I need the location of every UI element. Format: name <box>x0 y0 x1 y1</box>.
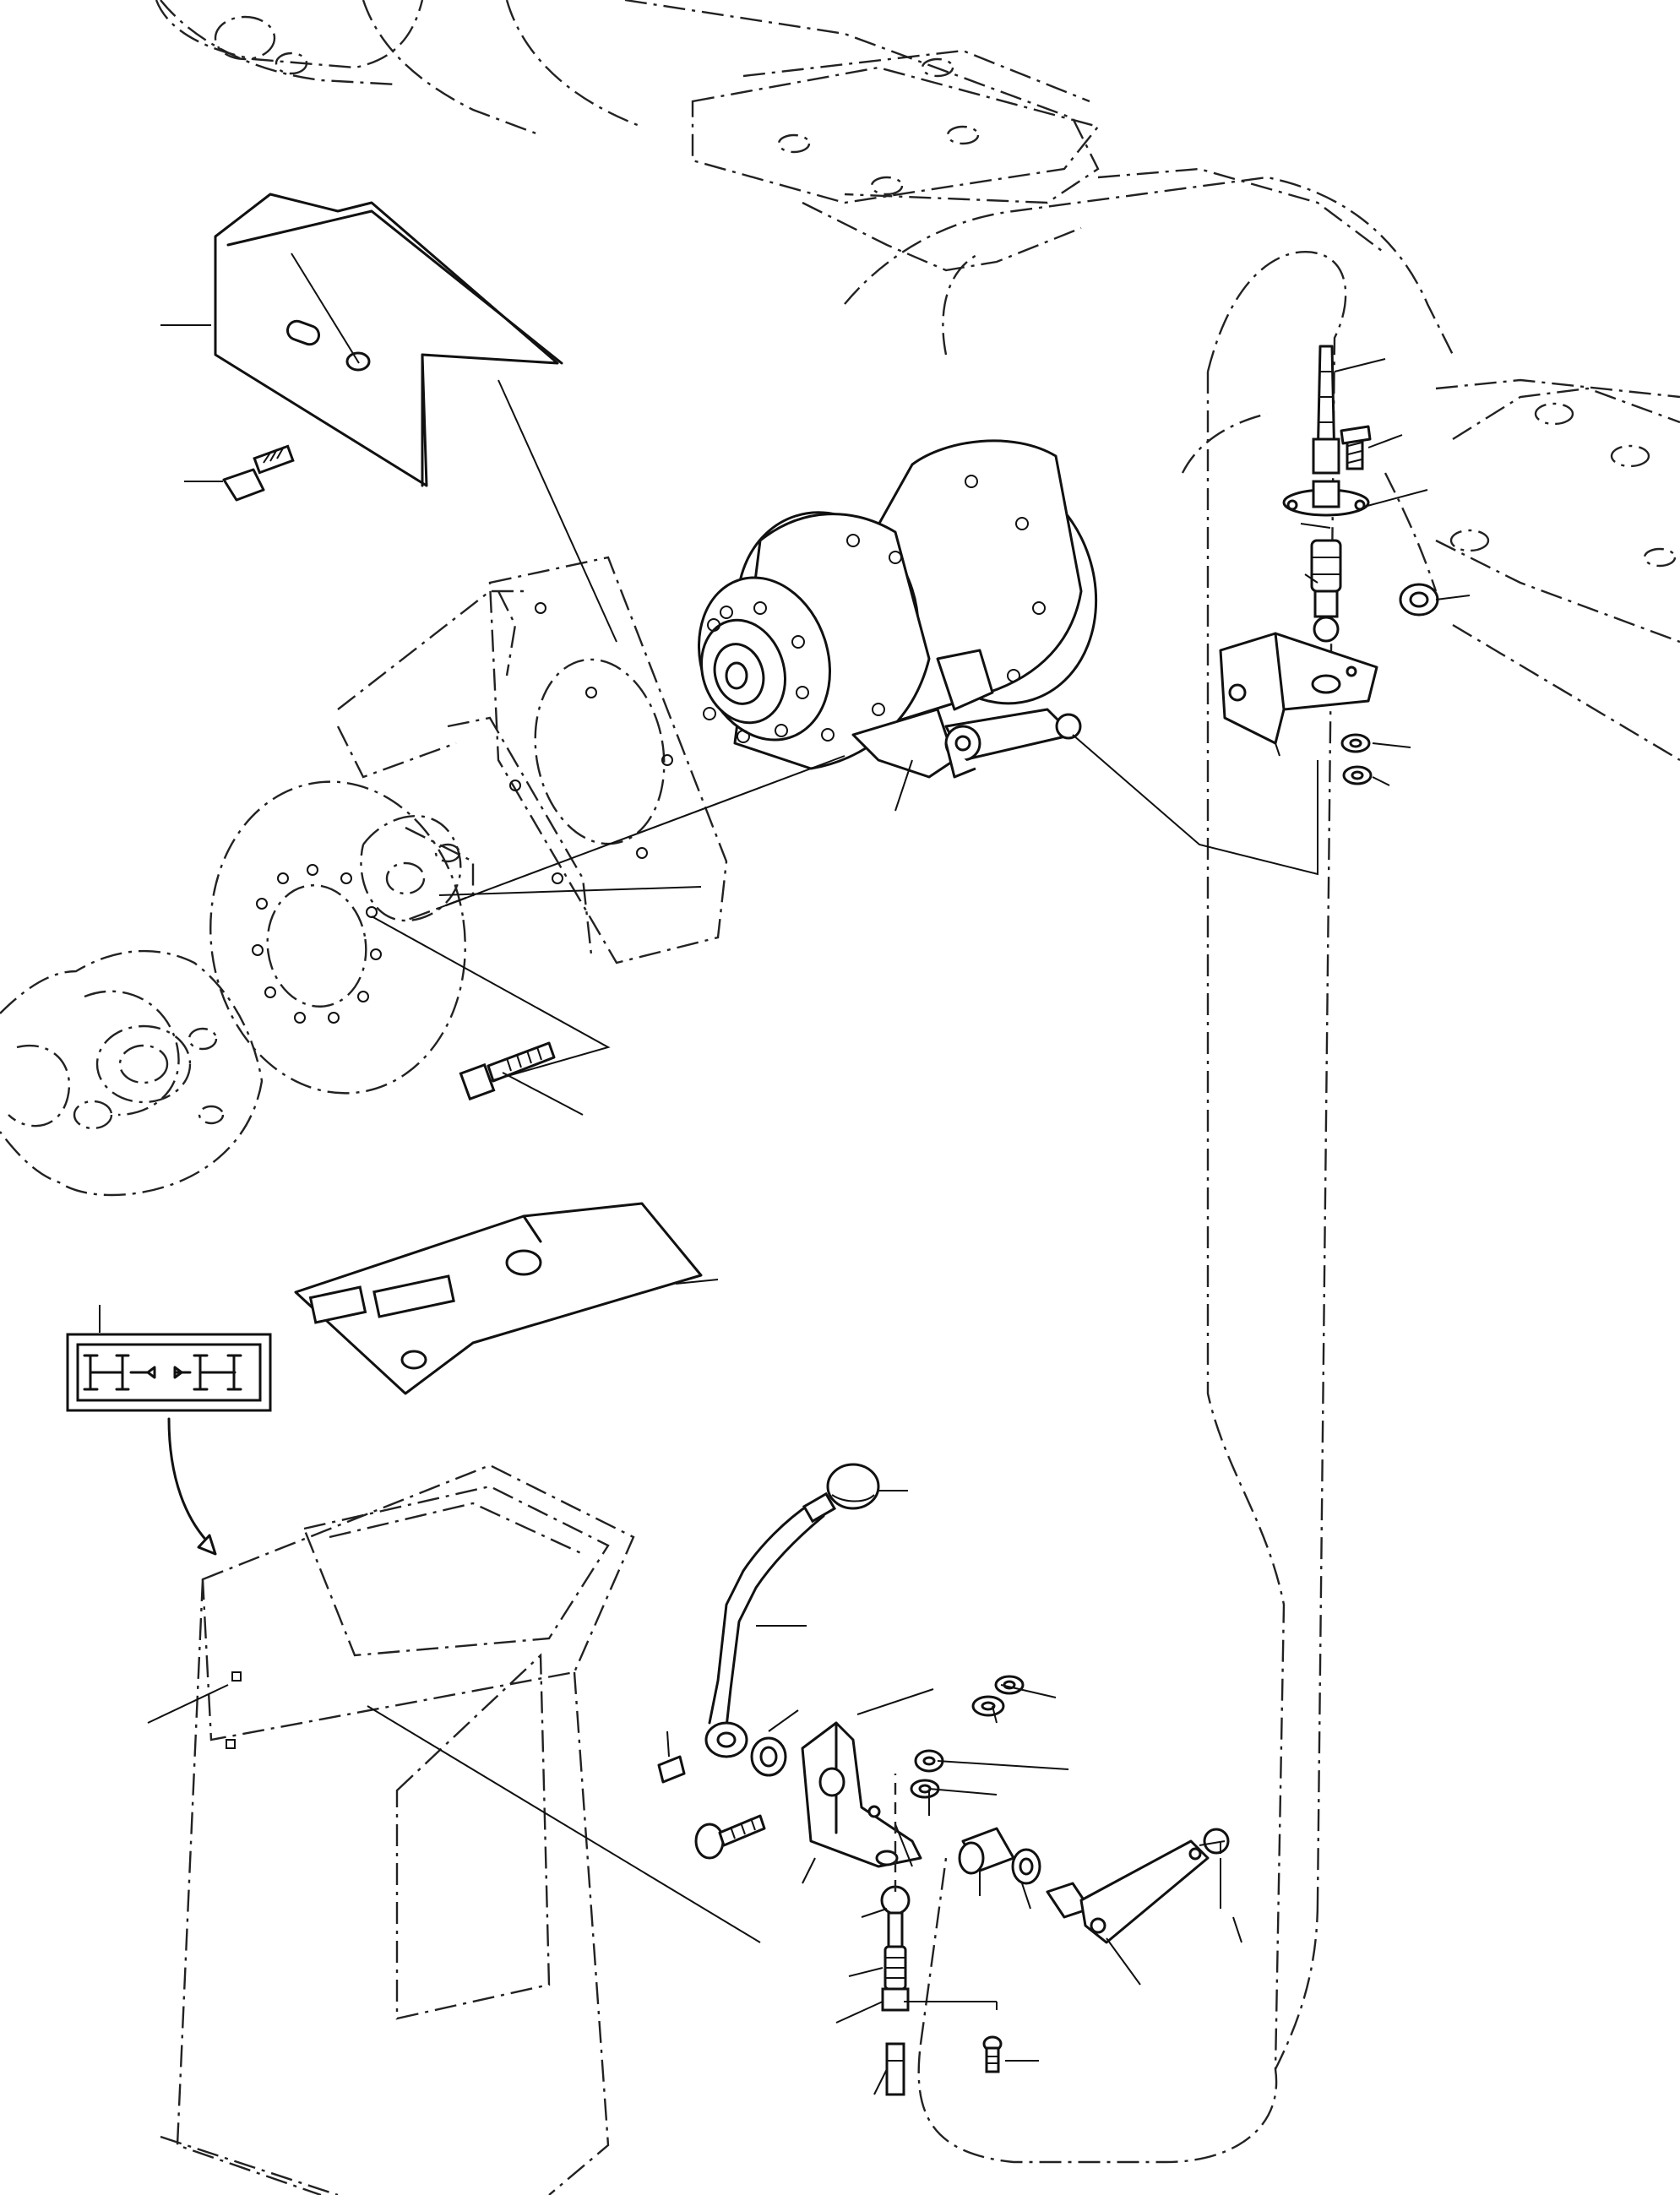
lower-rod-assembly <box>880 1885 911 2096</box>
drive-mode-decal-icon <box>66 1333 272 1412</box>
upper-rod-assembly <box>1282 345 1370 643</box>
phantom-frame-rail <box>917 251 1347 2164</box>
alignment-lines <box>291 253 1318 1943</box>
upper-nut <box>1399 583 1439 617</box>
lower-washer-b <box>910 1779 940 1799</box>
phantom-axle-housing <box>155 0 1680 762</box>
shield-screw <box>222 444 295 502</box>
shift-knob-icon <box>826 1463 880 1510</box>
rod-bolt <box>1340 425 1372 470</box>
upper-bracket <box>1219 632 1378 745</box>
phantom-flywheel <box>209 780 466 1095</box>
upper-lock-nut <box>1342 765 1373 785</box>
bracket-screw <box>694 1814 766 1860</box>
mounting-plate <box>294 1202 703 1395</box>
transfer-case <box>698 439 1098 779</box>
link-washer <box>1011 1848 1041 1885</box>
lever-pin <box>657 1755 686 1784</box>
lower-washer-a <box>971 1695 1005 1717</box>
shift-arm <box>944 708 1082 779</box>
lower-nut-b <box>914 1749 944 1773</box>
top-shield-cover <box>214 193 563 487</box>
lever-bracket <box>801 1721 922 1868</box>
phantom-coupling <box>360 814 475 922</box>
phantom-engine <box>0 949 264 1197</box>
phantom-adapter-plate <box>336 556 728 964</box>
link-bushing <box>958 1827 1015 1875</box>
lever-washer <box>750 1736 787 1777</box>
phantom-console <box>160 1464 635 2195</box>
decal-arrow <box>167 1417 217 1556</box>
shift-lever <box>704 1491 837 1758</box>
callout-leaders <box>99 324 1471 2095</box>
upper-washer <box>1340 733 1371 753</box>
coupling-bolt <box>459 1041 556 1101</box>
lower-screw <box>982 2035 1003 2073</box>
lower-nut-a <box>994 1675 1025 1695</box>
shift-link <box>1046 1828 1230 1944</box>
